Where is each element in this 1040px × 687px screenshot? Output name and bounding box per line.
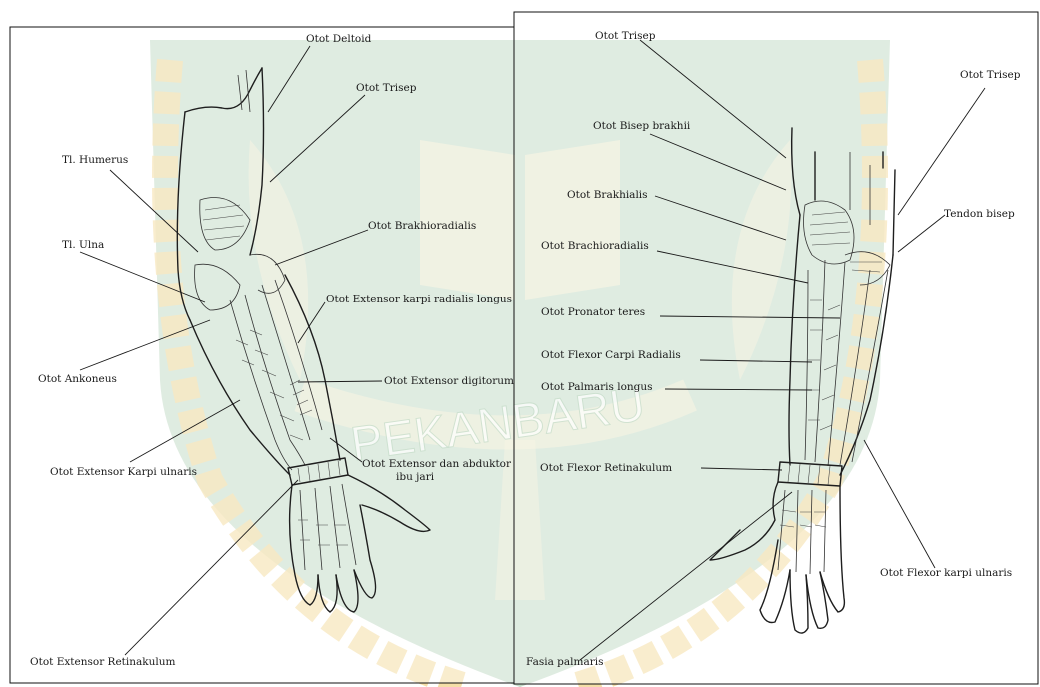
label-pronator-teres: Otot Pronator teres — [541, 306, 645, 318]
label-ankoneus: Otot Ankoneus — [38, 373, 117, 385]
label-flexor-carpi-radialis: Otot Flexor Carpi Radialis — [541, 349, 681, 361]
label-brakhialis: Otot Brakhialis — [567, 189, 648, 201]
label-extensor-abduktor-cont: ibu jari — [396, 471, 435, 483]
label-extensor-retinakulum: Otot Extensor Retinakulum — [30, 656, 176, 668]
label-palmaris-longus: Otot Palmaris longus — [541, 381, 653, 393]
label-extensor-karpi-ulnaris: Otot Extensor Karpi ulnaris — [50, 466, 197, 478]
label-tendon-bisep: Tendon bisep — [944, 208, 1015, 220]
label-extensor-karpi-radialis: Otot Extensor karpi radialis longus — [326, 295, 512, 305]
label-flexor-karpi-ulnaris: Otot Flexor karpi ulnaris — [880, 567, 1012, 579]
label-trisep-alt: Otot Trisep — [960, 69, 1021, 81]
label-brachioradialis: Otot Brachioradialis — [541, 240, 649, 252]
label-brakhioradialis: Otot Brakhioradialis — [368, 220, 476, 232]
label-bisep-brakhii: Otot Bisep brakhii — [593, 120, 691, 132]
label-humerus: Tl. Humerus — [62, 154, 128, 166]
label-deltoid: Otot Deltoid — [306, 33, 372, 45]
label-flexor-retinakulum: Otot Flexor Retinakulum — [540, 462, 672, 474]
label-extensor-abduktor: Otot Extensor dan abduktor — [362, 458, 512, 470]
label-extensor-digitorum: Otot Extensor digitorum — [384, 375, 514, 387]
label-trisep: Otot Trisep — [595, 30, 656, 42]
label-ulna: Tl. Ulna — [62, 239, 104, 251]
label-trisep: Otot Trisep — [356, 82, 417, 94]
label-fasia-palmaris: Fasia palmaris — [526, 656, 604, 668]
right-panel-frame — [514, 12, 1038, 684]
